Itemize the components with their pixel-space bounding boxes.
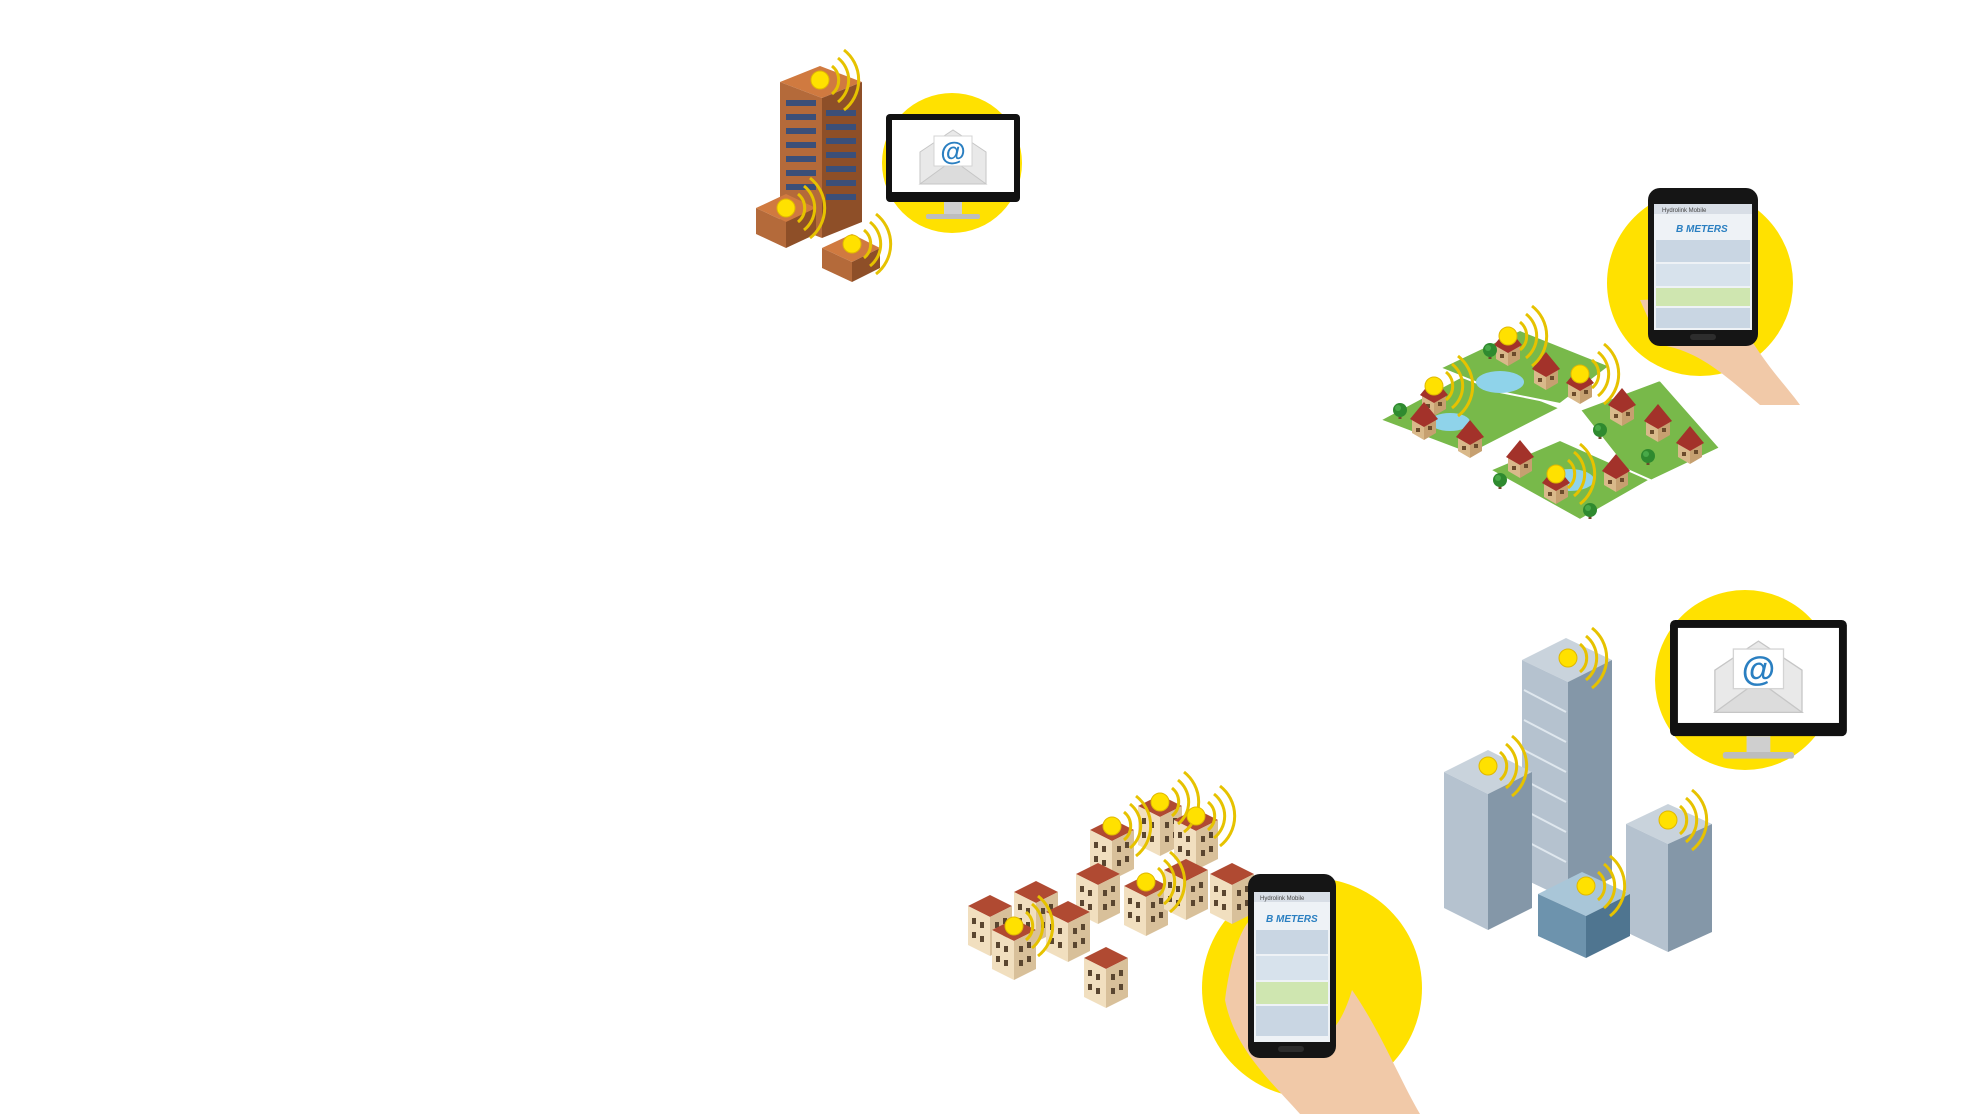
- towers-email-group: [1444, 590, 1848, 958]
- phone-app-title: Hydrolink Mobile: [1260, 896, 1305, 902]
- apartments-mobile-group: Hydrolink Mobile B METERS: [968, 770, 1422, 1114]
- phone-brand-prefix: B: [1676, 224, 1683, 235]
- phone-brand-name: METERS: [1686, 224, 1728, 235]
- hand: [1225, 920, 1420, 1114]
- smartphone-icon: Hydrolink Mobile B METERS: [1248, 874, 1336, 1058]
- brick-building-small-2: [822, 212, 893, 282]
- brick-building-small: [756, 176, 827, 248]
- village-mobile-group: Hydrolink Mobile B METERS: [1377, 188, 1800, 522]
- phone-brand-prefix: B: [1266, 914, 1273, 925]
- office-email-group: [756, 48, 1022, 282]
- smartphone-icon: Hydrolink Mobile B METERS: [1648, 188, 1758, 346]
- glass-towers: [1444, 626, 1712, 958]
- phone-app-title: Hydrolink Mobile: [1662, 208, 1707, 214]
- phone-brand-name: METERS: [1276, 914, 1318, 925]
